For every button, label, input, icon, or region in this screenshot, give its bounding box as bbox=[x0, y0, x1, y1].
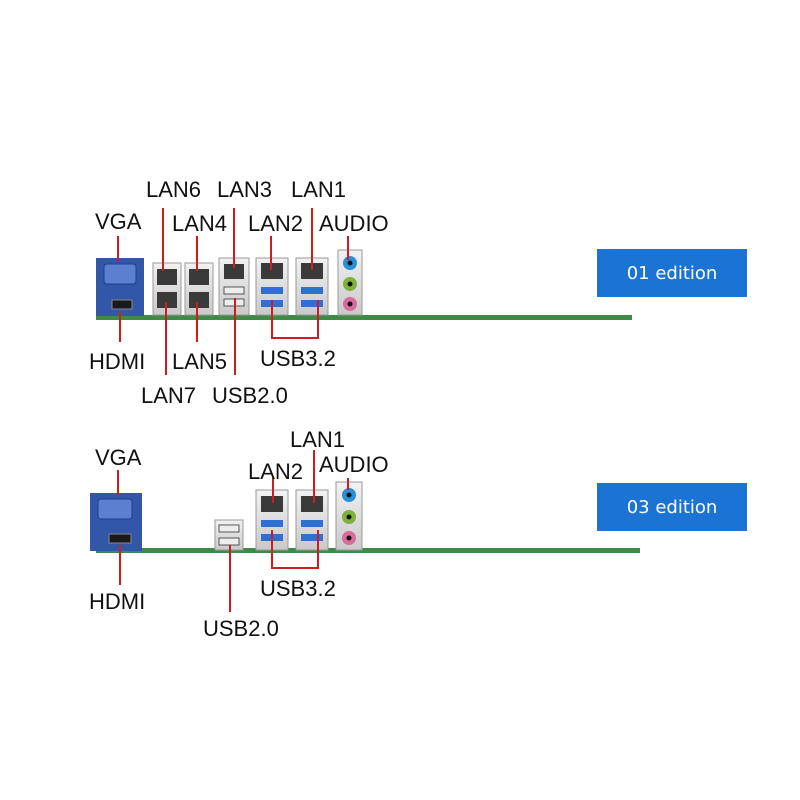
edition-01-board bbox=[96, 208, 632, 375]
vga-port bbox=[97, 498, 133, 520]
label-vga: VGA bbox=[95, 445, 142, 470]
lan5-port bbox=[189, 292, 209, 308]
label-usb32: USB3.2 bbox=[260, 346, 336, 371]
lan4-port bbox=[189, 269, 209, 285]
label-lan2: LAN2 bbox=[248, 211, 304, 236]
label-usb20: USB2.0 bbox=[203, 616, 279, 641]
label-audio: AUDIO bbox=[319, 211, 389, 236]
hdmi-port bbox=[108, 533, 132, 544]
usb32-port-b2 bbox=[301, 534, 323, 541]
label-lan3: LAN3 bbox=[217, 177, 273, 202]
usb32-port-b1 bbox=[301, 287, 323, 294]
usb32-port-b2 bbox=[301, 300, 323, 307]
label-usb32: USB3.2 bbox=[260, 576, 336, 601]
label-usb20: USB2.0 bbox=[212, 383, 288, 408]
lan-block-4-5 bbox=[184, 262, 214, 316]
audio-jack-stack bbox=[337, 249, 363, 316]
usb32-port-b1 bbox=[301, 520, 323, 527]
label-lan1: LAN1 bbox=[291, 177, 347, 202]
label-audio: AUDIO bbox=[319, 452, 389, 477]
label-vga: VGA bbox=[95, 209, 142, 234]
lan2-port bbox=[261, 496, 283, 512]
label-lan4: LAN4 bbox=[172, 211, 228, 236]
lan1-usb32-block bbox=[295, 489, 329, 551]
usb20-port-top bbox=[223, 286, 245, 295]
edition-01-callouts bbox=[117, 208, 349, 375]
edition-03-callouts bbox=[117, 450, 349, 612]
usb32-port-a1 bbox=[261, 520, 283, 527]
lan1-port bbox=[301, 496, 323, 512]
lan3-port bbox=[224, 264, 244, 279]
vga-port bbox=[103, 263, 137, 285]
edition-03-badge: 03 edition bbox=[597, 483, 747, 531]
label-lan5: LAN5 bbox=[172, 349, 228, 374]
label-lan2: LAN2 bbox=[248, 459, 304, 484]
pcb-edge bbox=[96, 315, 632, 320]
lan1-port bbox=[301, 263, 323, 279]
usb20-port-top bbox=[218, 524, 240, 533]
hdmi-port bbox=[111, 299, 133, 310]
usb20-port-bottom bbox=[218, 537, 240, 546]
audio-jack-stack bbox=[335, 481, 363, 551]
label-lan6: LAN6 bbox=[146, 177, 202, 202]
label-hdmi: HDMI bbox=[89, 589, 146, 614]
vga-hdmi-stack bbox=[96, 258, 144, 316]
lan6-port bbox=[157, 269, 177, 285]
vga-hdmi-stack bbox=[90, 493, 142, 551]
edition-03-board bbox=[90, 450, 640, 612]
lan2-port bbox=[261, 263, 283, 279]
label-lan7: LAN7 bbox=[141, 383, 197, 408]
label-hdmi: HDMI bbox=[89, 349, 146, 374]
edition-01-badge: 01 edition bbox=[597, 249, 747, 297]
label-lan1: LAN1 bbox=[290, 427, 346, 452]
lan7-port bbox=[157, 292, 177, 308]
usb32-port-a1 bbox=[261, 287, 283, 294]
lan1-usb32-block bbox=[295, 257, 329, 316]
pcb-edge bbox=[96, 548, 640, 553]
